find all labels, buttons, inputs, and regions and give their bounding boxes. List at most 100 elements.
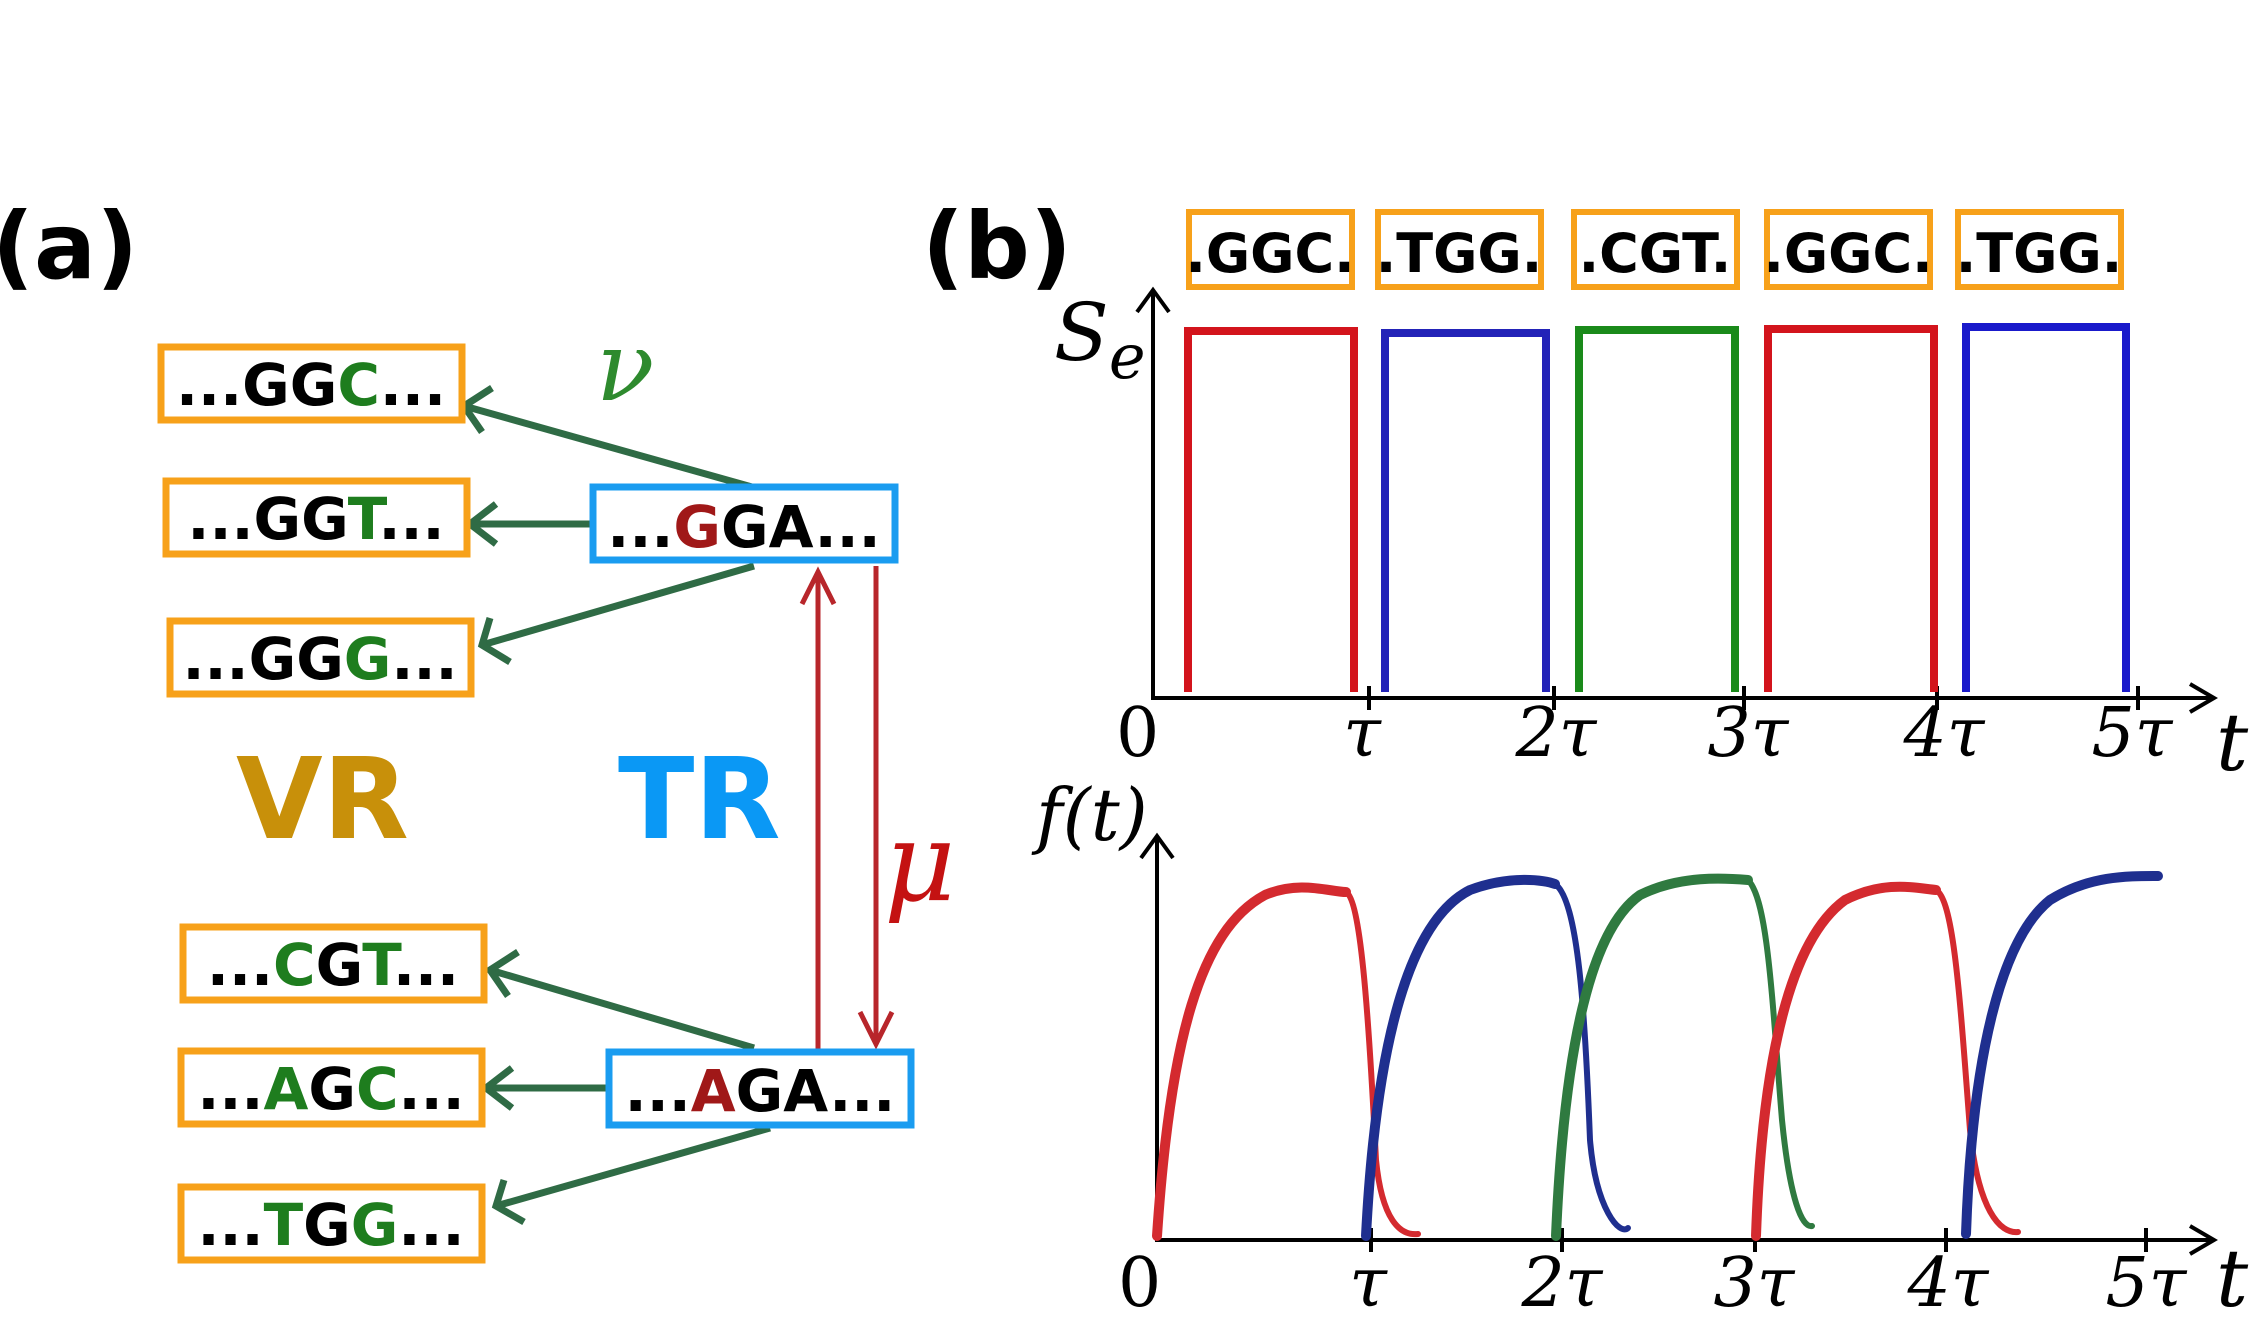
top-tick-label-1: τ — [1343, 694, 1382, 773]
vr-6-post: ... — [398, 1191, 464, 1259]
top-tick-label-3: 3τ — [1708, 694, 1790, 773]
vr-6-mid: G — [303, 1191, 351, 1259]
vr-box-3: ...GGG... — [166, 617, 475, 698]
vr-5-pre: ... — [197, 1055, 263, 1123]
bottom-x-arrowhead — [2188, 1224, 2218, 1256]
green-arrows-top — [459, 385, 755, 665]
vr-box-2: ...GGT... — [162, 477, 471, 558]
curve-3 — [1551, 873, 1753, 1241]
bottom-tick-label-3: 3τ — [1714, 1244, 1796, 1317]
bottom-tick-labels: 0 τ 2τ 3τ 4τ 5τ t — [1118, 1232, 2249, 1317]
tr-box-top: ...GGA... — [589, 483, 899, 564]
vr-1-post: ... — [380, 351, 446, 419]
tr-bottom-prefix: ... — [625, 1057, 691, 1125]
vr-5-var: A — [263, 1055, 308, 1123]
pulse-2 — [1381, 329, 1550, 692]
mu-arrows — [799, 566, 895, 1050]
mu-arrowhead-down — [857, 1010, 895, 1050]
vr-box-6: ...TGG... — [177, 1183, 486, 1264]
vr-4-pre: ... — [207, 931, 273, 999]
curve-1 — [1152, 882, 1351, 1241]
svg-text:...TGG...: ...TGG... — [197, 1191, 464, 1259]
svg-text:...GGC...: ...GGC... — [176, 351, 446, 419]
svg-text:...GGA...: ...GGA... — [607, 493, 880, 561]
top-axes — [1135, 286, 2218, 714]
vr-3-pre: ...GG — [182, 625, 343, 693]
env-box-5-text: .TGG. — [1956, 222, 2123, 285]
vr-6-var: T — [264, 1191, 304, 1259]
env-box-3: .CGT. — [1571, 209, 1740, 290]
env-box-3-text: .CGT. — [1579, 222, 1732, 285]
bottom-axes — [1139, 832, 2218, 1256]
vr-box-1: ...GGC... — [157, 343, 466, 424]
top-xlabel: t — [2216, 696, 2249, 789]
arrow-to-vr-1 — [463, 402, 753, 491]
svg-text:...GGT...: ...GGT... — [187, 485, 444, 553]
env-box-5: .TGG. — [1955, 209, 2124, 290]
arrow-to-vr-4 — [489, 966, 755, 1052]
curve-2-decay — [1552, 881, 1631, 1233]
bottom-y-arrowhead — [1139, 832, 1175, 860]
svg-text:...AGC...: ...AGC... — [197, 1055, 464, 1123]
top-tick-label-5: 5τ — [2092, 694, 2174, 773]
vr-label: VR — [236, 735, 409, 865]
env-box-2: .TGG. — [1375, 209, 1544, 290]
pulse-3 — [1575, 326, 1739, 692]
panel-a-label: (a) — [0, 193, 138, 300]
curve-5 — [1961, 870, 2163, 1239]
vr-6-pre: ... — [197, 1191, 263, 1259]
bottom-tick-label-4: 4τ — [1907, 1244, 1990, 1317]
top-y-arrowhead — [1135, 286, 1171, 314]
vr-2-post: ... — [378, 485, 444, 553]
green-arrows-bottom — [480, 949, 771, 1226]
arrowhead-vr-5 — [480, 1065, 515, 1111]
vr-3-post: ... — [391, 625, 457, 693]
curve-3-decay — [1745, 877, 1815, 1230]
env-box-1-text: .GGC. — [1185, 222, 1354, 285]
bottom-curves — [1152, 870, 2163, 1241]
vr-4-post: ... — [393, 931, 459, 999]
vr-2-pre: ...GG — [187, 485, 347, 553]
svg-text:...AGA...: ...AGA... — [625, 1057, 896, 1125]
env-boxes: .GGC. .TGG. .CGT. .GGC. .TGG. — [1185, 209, 2124, 290]
tr-top-prefix: ... — [607, 493, 673, 561]
curve-4 — [1751, 881, 1941, 1241]
env-box-1: .GGC. — [1185, 209, 1355, 290]
vr-box-4: ...CGT... — [179, 923, 488, 1004]
env-box-4-text: .GGC. — [1763, 222, 1932, 285]
vr-1-pre: ...GG — [176, 351, 337, 419]
tr-top-mut: G — [673, 493, 721, 561]
tr-bottom-mut: A — [691, 1057, 736, 1125]
top-tick-label-4: 4τ — [1903, 694, 1986, 773]
vr-5-post: ... — [399, 1055, 465, 1123]
pulse-1 — [1184, 327, 1358, 692]
tr-top-suffix: GA... — [721, 493, 881, 561]
tr-box-bottom: ...AGA... — [605, 1048, 915, 1129]
mu-label: μ — [884, 798, 956, 926]
vr-3-var: G — [344, 625, 392, 693]
top-pulses — [1184, 323, 2130, 692]
nu-label: ν — [596, 311, 654, 423]
top-x-arrowhead — [2188, 682, 2218, 714]
arrowhead-vr-4 — [485, 949, 520, 998]
bottom-tick-label-5: 5τ — [2106, 1244, 2188, 1317]
top-tick-labels: 0 τ 2τ 3τ 4τ 5τ t — [1116, 694, 2249, 789]
vr-4-var: C — [273, 931, 316, 999]
svg-text:...GGG...: ...GGG... — [182, 625, 457, 693]
bottom-tick-label-1: τ — [1349, 1244, 1388, 1317]
tr-label: TR — [618, 735, 781, 865]
mu-arrowhead-up — [799, 566, 837, 606]
svg-text:...CGT...: ...CGT... — [207, 931, 459, 999]
top-origin-label: 0 — [1116, 694, 1159, 773]
curve-2 — [1361, 874, 1560, 1241]
vr-box-5: ...AGC... — [177, 1047, 486, 1128]
vr-1-var: C — [337, 351, 380, 419]
arrow-to-vr-6 — [495, 1124, 771, 1210]
vr-5-mid: G — [308, 1055, 356, 1123]
bottom-ylabel: f(t) — [1031, 773, 1148, 857]
env-box-4: .GGC. — [1763, 209, 1933, 290]
pulse-4 — [1764, 325, 1938, 692]
bottom-xlabel: t — [2216, 1232, 2249, 1317]
arrowhead-vr-6 — [491, 1178, 526, 1226]
